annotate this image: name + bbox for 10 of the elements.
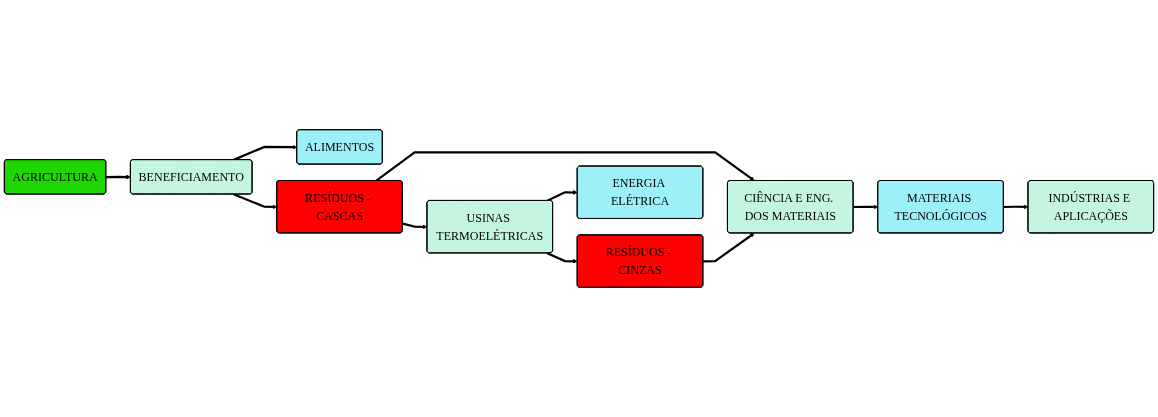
- arrow: [546, 252, 578, 264]
- arrow: [703, 233, 755, 263]
- arrow: [106, 174, 131, 180]
- arrow: [1003, 204, 1029, 210]
- arrow: [853, 204, 879, 210]
- arrow: [546, 190, 578, 202]
- arrow: [233, 193, 278, 210]
- arrow: [402, 222, 428, 230]
- arrow: [375, 151, 755, 182]
- arrow: [233, 144, 298, 161]
